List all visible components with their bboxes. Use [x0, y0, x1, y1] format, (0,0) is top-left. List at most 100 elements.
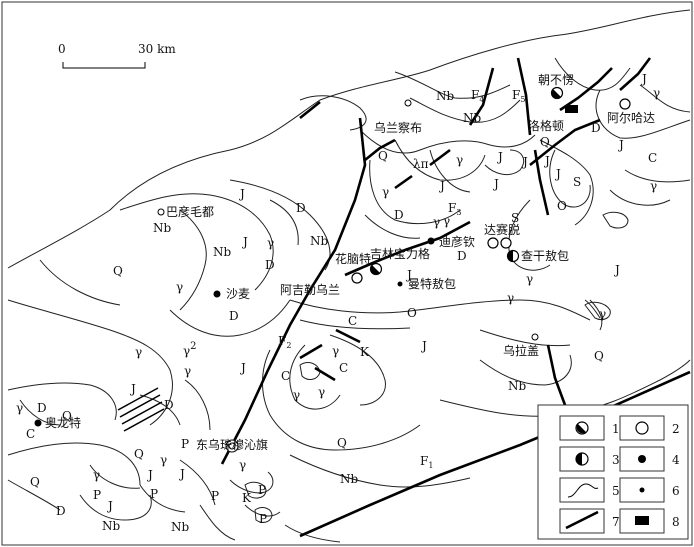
place-chaganaobao: 查干敖包 [521, 248, 569, 263]
svg-text:γ: γ [653, 86, 660, 100]
place-labels: 朝不愣 乌兰察布 洛格顿 阿尔哈达 巴彦毛都 花脑特 吉林宝力格 迪彦钦 达赛脱… [45, 73, 655, 452]
svg-text:P: P [93, 488, 101, 502]
fault-label-f1: F1 [420, 454, 433, 470]
svg-text:Q: Q [62, 409, 72, 423]
fault-band [117, 387, 165, 432]
svg-text:P: P [150, 487, 158, 501]
place-bayanmaodu: 巴彦毛都 [166, 204, 214, 219]
svg-text:C: C [281, 369, 290, 383]
fault-c-2 [299, 343, 323, 360]
svg-text:Q: Q [113, 264, 123, 278]
place-mantesaobao: 曼特敖包 [408, 276, 456, 291]
place-wulanchabu: 乌兰察布 [374, 120, 422, 135]
svg-text:P: P [259, 512, 267, 526]
svg-text:J: J [554, 167, 561, 181]
svg-text:O: O [557, 199, 567, 213]
svg-text:C: C [26, 427, 35, 441]
place-wulagai: 乌拉盖 [503, 343, 539, 358]
svg-text:γ: γ [526, 272, 533, 286]
svg-text:Nb: Nb [436, 89, 455, 103]
fault-ne-1 [559, 67, 613, 112]
svg-text:Nb: Nb [310, 234, 329, 248]
fault-s-1 [546, 344, 567, 406]
scale-bar: 0 30 km [58, 42, 176, 69]
fault-label-f3: F3 [448, 201, 461, 217]
place-aerhada: 阿尔哈达 [607, 110, 655, 125]
svg-text:γ: γ [184, 364, 191, 378]
svg-text:K: K [360, 345, 370, 359]
fault-labels: F4 F5 F3 F2 F1 [278, 88, 525, 470]
fault-label-f5: F5 [512, 88, 525, 104]
fault-f2 [220, 117, 367, 465]
svg-text:J: J [241, 235, 248, 249]
fault-label-f2: F2 [278, 334, 291, 350]
svg-text:γ: γ [267, 236, 274, 250]
fault-label-f4: F4 [471, 88, 484, 104]
fault-c-3 [335, 328, 361, 344]
svg-text:J: J [543, 154, 550, 168]
legend-num-6: 6 [672, 484, 680, 498]
legend-num-7: 7 [612, 515, 620, 529]
fault-e-1 [529, 118, 601, 167]
legend-num-4: 4 [672, 453, 680, 467]
svg-text:C: C [339, 361, 348, 375]
svg-text:Q: Q [594, 349, 604, 363]
place-huanaote: 花脑特 [335, 251, 371, 266]
fault-f4 [468, 67, 495, 126]
legend-num-2: 2 [672, 422, 680, 436]
svg-text:C: C [348, 314, 357, 328]
svg-text:Nb: Nb [171, 520, 190, 534]
svg-text:Nb: Nb [463, 111, 482, 125]
svg-text:γ: γ [293, 388, 300, 402]
svg-text:γ: γ [433, 215, 440, 229]
svg-text:γ2: γ2 [183, 341, 197, 358]
svg-text:γ: γ [332, 344, 339, 358]
svg-text:γ: γ [239, 458, 246, 472]
svg-text:J: J [521, 155, 528, 169]
fault-nw-3 [429, 148, 451, 167]
svg-text:Nb: Nb [102, 519, 121, 533]
svg-text:J: J [617, 138, 624, 152]
legend-num-3: 3 [612, 453, 620, 467]
svg-text:J: J [496, 150, 503, 164]
svg-text:D: D [457, 249, 467, 263]
svg-text:D: D [265, 258, 275, 272]
place-chaobulao: 朝不愣 [538, 73, 574, 87]
fault-n-1 [299, 100, 321, 120]
place-ajilewulan: 阿吉勒乌兰 [280, 282, 340, 297]
svg-text:P: P [211, 489, 219, 503]
deposit-symbols [34, 86, 631, 453]
svg-text:J: J [129, 382, 136, 396]
svg-text:S: S [573, 175, 581, 189]
svg-text:D: D [394, 208, 404, 222]
svg-text:γ: γ [650, 179, 657, 193]
svg-text:Q: Q [30, 475, 40, 489]
svg-text:Nb: Nb [153, 221, 172, 235]
fault-ne-2 [619, 57, 652, 91]
place-diyanqin: 迪彦钦 [439, 234, 475, 249]
geological-boundaries [7, 9, 691, 543]
svg-text:S: S [511, 211, 519, 225]
svg-text:D: D [229, 309, 239, 323]
fault-nw-2 [394, 174, 413, 190]
svg-text:J: J [613, 263, 620, 277]
svg-text:γ: γ [443, 214, 450, 228]
svg-text:γ: γ [507, 291, 514, 305]
svg-text:γ: γ [16, 401, 23, 415]
unit-labels: Nb Nb Q λπ γ J J J J γ D γ γ D J S Q J S… [16, 72, 660, 534]
legend-num-8: 8 [672, 515, 680, 529]
svg-text:J: J [238, 187, 245, 201]
svg-text:γ: γ [176, 280, 183, 294]
svg-text:J: J [106, 499, 113, 513]
svg-text:λπ: λπ [413, 157, 429, 171]
svg-text:Nb: Nb [340, 472, 359, 486]
svg-text:γ: γ [456, 153, 463, 167]
fault-f5-a [516, 57, 532, 136]
legend-num-1: 1 [612, 422, 620, 436]
svg-text:J: J [420, 339, 427, 353]
svg-text:K: K [242, 491, 252, 505]
svg-text:γ: γ [318, 385, 325, 399]
svg-text:J: J [239, 361, 246, 375]
